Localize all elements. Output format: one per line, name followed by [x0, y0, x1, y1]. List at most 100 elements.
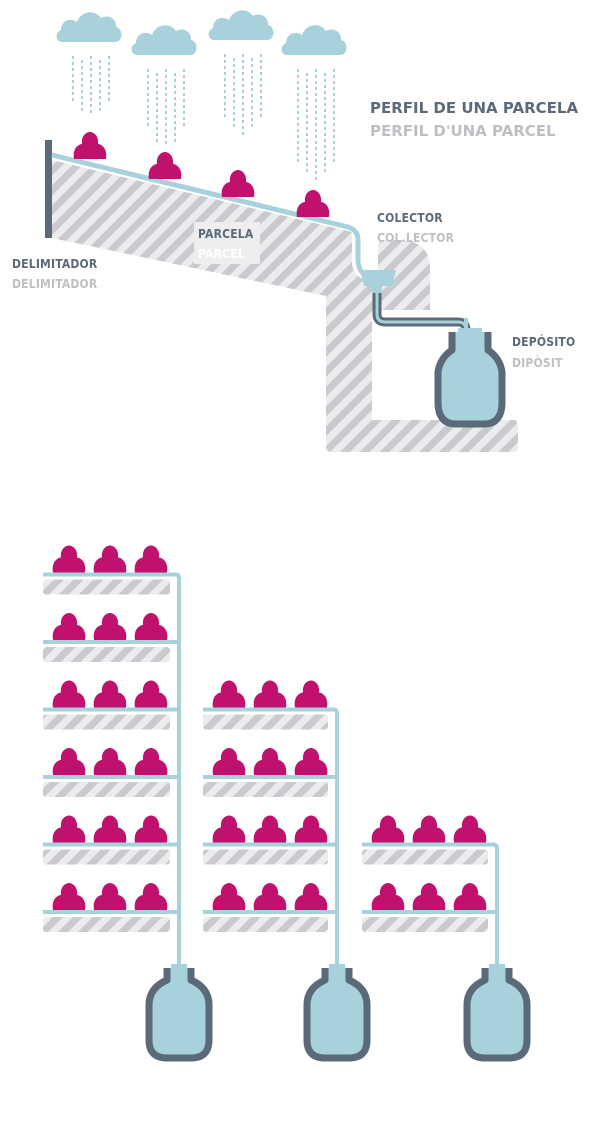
raindrop [99, 66, 101, 69]
raindrop [315, 117, 317, 120]
raindrop [108, 86, 110, 89]
raindrop [90, 86, 92, 89]
raindrop [306, 97, 308, 100]
plant-icon [93, 680, 127, 708]
raindrop [72, 74, 74, 77]
raindrop [315, 135, 317, 138]
raindrop [174, 127, 176, 130]
raindrop [165, 141, 167, 144]
label-delimitador-ca: DELIMITADOR [12, 277, 98, 291]
raindrop [99, 108, 101, 111]
raindrop [174, 115, 176, 118]
plant-icon [212, 815, 246, 843]
raindrop [156, 103, 158, 106]
raindrop [306, 133, 308, 136]
raindrop [333, 69, 335, 72]
raindrop [224, 66, 226, 69]
raindrop [242, 54, 244, 57]
raindrop [81, 90, 83, 93]
label-parcela-es: PARCELA [198, 227, 254, 241]
raindrop [147, 105, 149, 108]
raindrop [233, 106, 235, 109]
raindrop [233, 112, 235, 115]
towers-diagram [43, 545, 531, 1062]
raindrop [315, 165, 317, 168]
plant-icon [93, 815, 127, 843]
raindrop [333, 75, 335, 78]
raindrop [108, 68, 110, 71]
cloud-icon [208, 10, 274, 40]
raindrop [242, 108, 244, 111]
shelf-pipe [43, 640, 177, 644]
raindrop [315, 177, 317, 180]
raindrop [224, 108, 226, 111]
raindrop [165, 87, 167, 90]
raindrop [333, 159, 335, 162]
plant-icon [412, 883, 446, 910]
raindrop [81, 108, 83, 111]
plant-icon [453, 815, 487, 843]
raindrop [174, 109, 176, 112]
raindrop [297, 153, 299, 156]
raindrop [297, 81, 299, 84]
raindrop [174, 85, 176, 88]
raindrop [99, 102, 101, 105]
raindrop [233, 88, 235, 91]
cloud-icon [131, 25, 197, 55]
raindrop [297, 159, 299, 162]
raindrop [72, 98, 74, 101]
raindrop [233, 124, 235, 127]
raindrop [224, 114, 226, 117]
shelf-pipe [203, 910, 335, 914]
raindrop [233, 100, 235, 103]
raindrop [174, 103, 176, 106]
raindrop [81, 96, 83, 99]
raindrop [315, 111, 317, 114]
raindrop [306, 151, 308, 154]
raindrop [242, 120, 244, 123]
raindrop [81, 66, 83, 69]
raindrop [315, 75, 317, 78]
profile-diagram: PERFIL DE UNA PARCELA PERFIL D'UNA PARCE… [12, 10, 578, 452]
raindrop [90, 110, 92, 113]
label-deposito-es: DEPÓSITO [512, 334, 575, 349]
raindrop [315, 147, 317, 150]
tower-1 [43, 545, 213, 1062]
shelf-bed [43, 714, 170, 730]
raindrop [90, 92, 92, 95]
raindrop [306, 121, 308, 124]
raindrop [156, 85, 158, 88]
raindrop [183, 87, 185, 90]
raindrop [183, 105, 185, 108]
plant-icon [212, 883, 246, 910]
raindrop [297, 93, 299, 96]
raindrop [260, 114, 262, 117]
raindrop [333, 105, 335, 108]
raindrop [183, 75, 185, 78]
raindrop [324, 97, 326, 100]
raindrop [174, 97, 176, 100]
shelf-bed [43, 647, 170, 662]
shelf-pipe [362, 842, 495, 847]
deposit-tank [434, 318, 506, 428]
raindrop [81, 84, 83, 87]
raindrop [224, 60, 226, 63]
label-deposito-ca: DIPÒSIT [512, 355, 563, 370]
raindrop [333, 93, 335, 96]
plant-icon [134, 883, 168, 910]
raindrop [251, 100, 253, 103]
raindrop [333, 87, 335, 90]
raindrop [333, 147, 335, 150]
cloud-icon [56, 12, 122, 42]
raindrop [108, 62, 110, 65]
tower-3 [362, 815, 531, 1062]
plant-icon [52, 883, 86, 910]
raindrop [174, 79, 176, 82]
raindrop [81, 78, 83, 81]
raindrop [165, 99, 167, 102]
label-parcela-ca: PARCEL [198, 247, 245, 261]
delimiter-wall [45, 140, 52, 238]
raindrop [260, 102, 262, 105]
raindrop [324, 121, 326, 124]
raindrop [72, 62, 74, 65]
